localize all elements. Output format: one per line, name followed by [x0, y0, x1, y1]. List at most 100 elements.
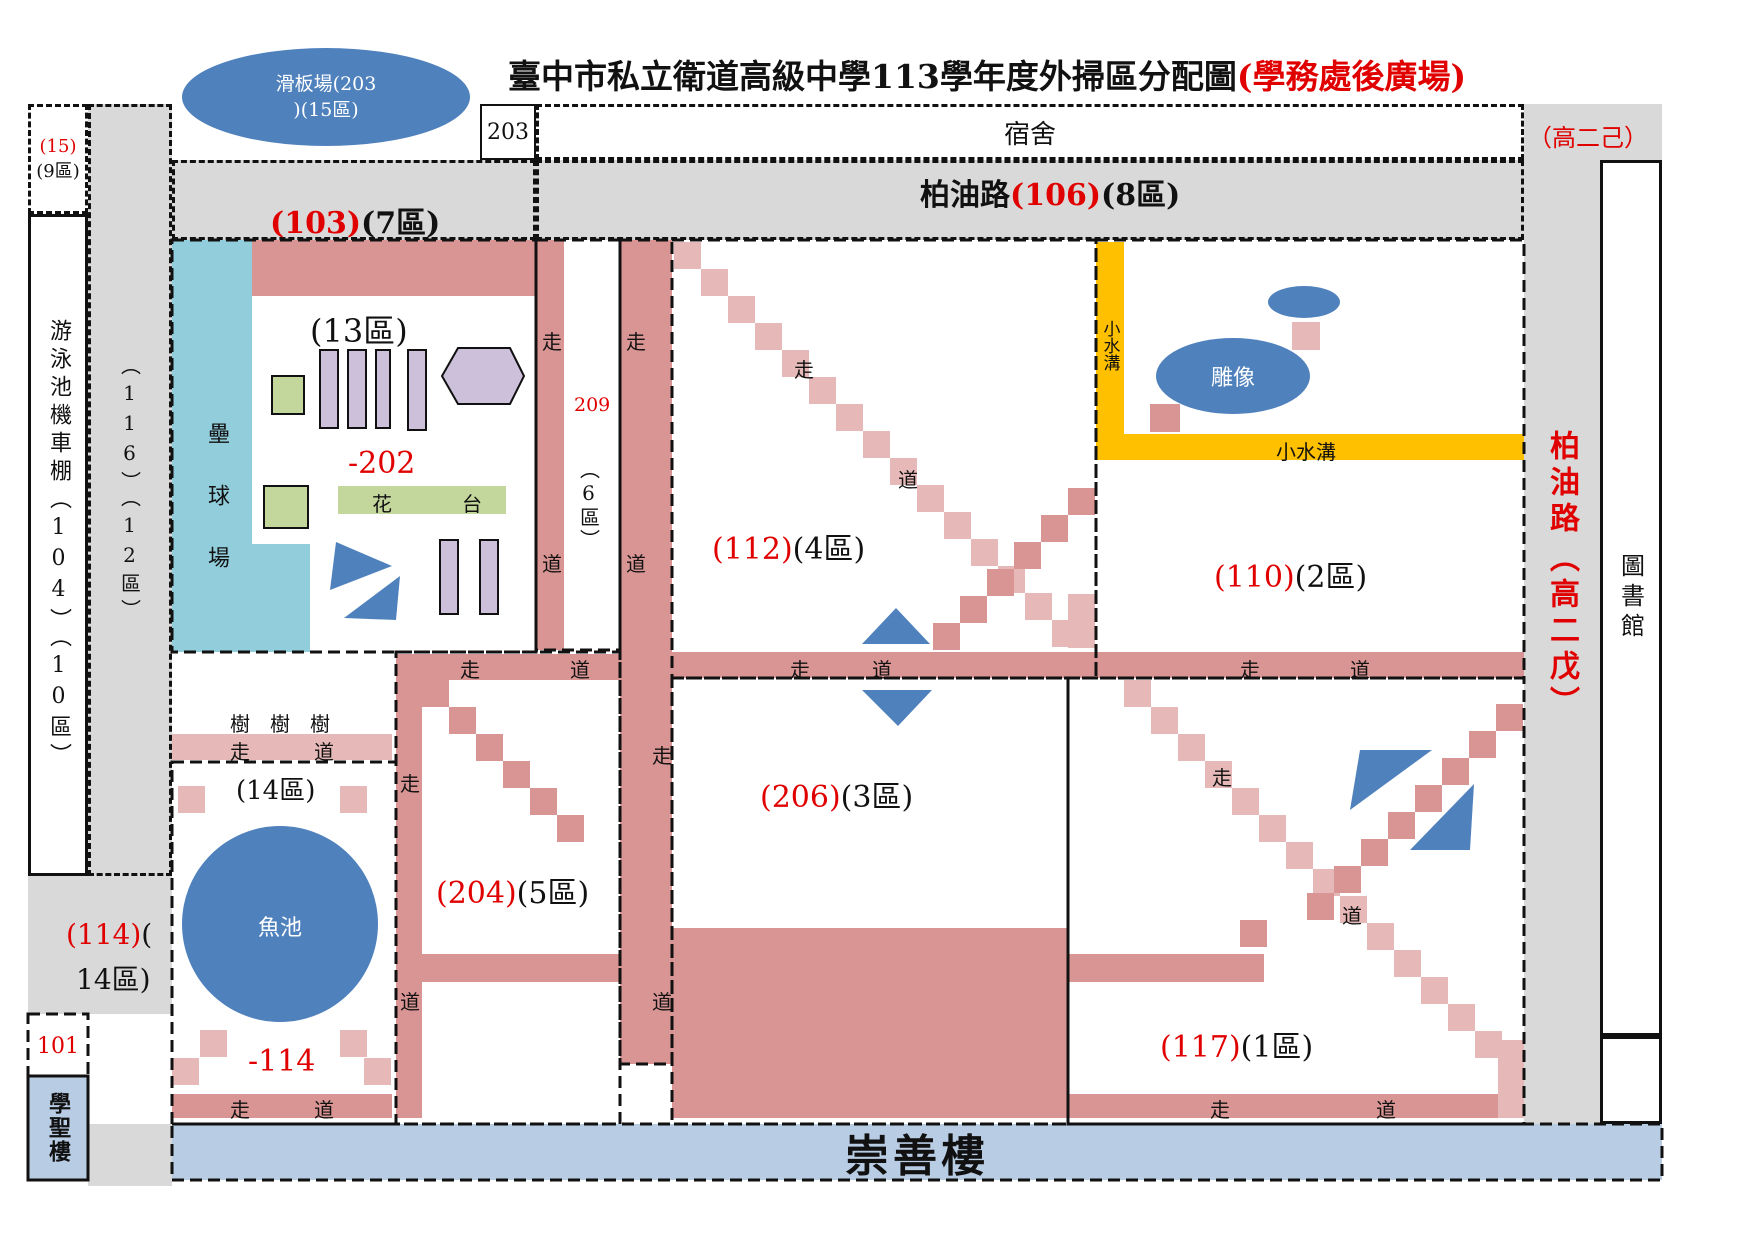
zone-15-box: (15) (9區): [28, 104, 88, 214]
walkway-step: [863, 431, 890, 458]
walkway-step: [178, 786, 205, 813]
z1-bottom-dao: 道: [1376, 1098, 1396, 1122]
walkway-step: [890, 458, 917, 485]
zone-116-label: （116）（12區）: [117, 355, 142, 625]
left-bottom-road: [88, 1124, 172, 1186]
walkway-step: [172, 1058, 199, 1085]
walkway-step: [674, 242, 701, 269]
ditch-vertical-label: 小水溝: [1099, 319, 1120, 371]
triangle-zone1-a: [1350, 750, 1432, 810]
triangle-1: [330, 542, 392, 590]
scooter-shed-label: 游泳池機車棚（104）（10區）: [46, 319, 71, 771]
walkway-step: [1014, 542, 1041, 569]
walkway-step: [1469, 731, 1496, 758]
z14-dao: 道: [314, 1098, 334, 1122]
library-label: 圖書館: [1616, 553, 1645, 643]
walk-center-2: 走: [652, 744, 672, 768]
dorm-road-right: [1524, 104, 1662, 160]
dao-center-1: 道: [626, 552, 646, 576]
planter-box-1: [271, 375, 305, 415]
top-road: [172, 160, 1524, 240]
walkway-step: [1415, 785, 1442, 812]
walkway-step: [364, 1058, 391, 1085]
triangle-zone1-b: [1410, 784, 1474, 850]
dormitory-label: 宿舍: [1003, 119, 1056, 150]
walkway-step: [1025, 593, 1052, 620]
walkway-step: [1178, 734, 1205, 761]
walkway-step: [1388, 812, 1415, 839]
z5-walk-left: 走: [400, 772, 420, 796]
small-ellipse: [1268, 286, 1340, 318]
zone-8-road: [536, 160, 1524, 240]
walkway-step: [1340, 896, 1367, 923]
walkway-step: [1442, 758, 1469, 785]
walk-center-1: 走: [626, 330, 646, 354]
walk-209-l1: 走: [542, 330, 562, 354]
walkway-step: [1475, 1031, 1502, 1058]
z1-bottom-walk: 走: [1210, 1098, 1230, 1122]
code-114-bottom: -114: [248, 1044, 316, 1079]
walkway-step: [933, 623, 960, 650]
code-101: 101: [37, 1033, 79, 1059]
walkway-209-left: [536, 240, 564, 650]
walkway-step: [960, 596, 987, 623]
walkway-step: [1496, 704, 1523, 731]
statue-step-1: [1292, 322, 1320, 350]
walkway-step: [1367, 923, 1394, 950]
walkway-step: [1232, 788, 1259, 815]
fish-pond-label: 魚池: [257, 916, 302, 941]
walkway-step: [1334, 866, 1361, 893]
walkway-step: [1068, 488, 1095, 515]
walkway-step: [755, 323, 782, 350]
walkway-step: [1307, 893, 1334, 920]
z14-walk: 走: [230, 1098, 250, 1122]
walkway-step: [449, 707, 476, 734]
ditch-horizontal: [1096, 434, 1524, 460]
walkway-step: [1068, 594, 1095, 621]
mid-walk-1: 走: [790, 658, 810, 682]
walkway-step: [971, 539, 998, 566]
walkway-step: [782, 350, 809, 377]
walkway-step: [836, 404, 863, 431]
walk-209-l2: 道: [542, 552, 562, 576]
diagonal-walkway-steps: [172, 242, 1523, 1085]
chongshan-building-fill: [172, 1124, 1662, 1180]
dorm-code-box: 203: [480, 104, 536, 160]
mid-dao-1: 道: [872, 658, 892, 682]
softball-field-label: 壘球場: [204, 422, 229, 608]
statue-step-2: [1150, 404, 1180, 432]
zone-8-label: 柏油路(106)(8區): [920, 178, 1181, 213]
dao-center-2: 道: [652, 990, 672, 1014]
zone-5-left-walkway: [396, 680, 422, 1118]
walkway-step: [701, 269, 728, 296]
zone-114-label-2: 14區): [76, 963, 151, 996]
walkway-step: [809, 377, 836, 404]
z5-dao: 道: [570, 658, 590, 682]
walkway-step: [987, 569, 1014, 596]
trees-dao: 道: [314, 740, 334, 764]
walkway-step: [476, 734, 503, 761]
zone-3-label: (206)(3區): [760, 780, 914, 815]
z5-walk: 走: [460, 658, 480, 682]
zone-15-code: (15): [39, 135, 77, 157]
zone-5-label: (204)(5區): [436, 876, 590, 911]
mid-walk-2: 走: [1240, 658, 1260, 682]
walkway-step: [422, 680, 449, 707]
walkway-step: [1124, 680, 1151, 707]
statue-label: 雕像: [1210, 366, 1255, 391]
triangle-up: [862, 608, 930, 644]
flowerbed: [338, 486, 506, 514]
xuesheng-building-fill: [28, 1076, 88, 1180]
zone-5-top-walkway: [396, 654, 620, 680]
walkway-step: [944, 512, 971, 539]
walkway-step: [1151, 707, 1178, 734]
walkway-step: [340, 1030, 367, 1057]
zone4-walk: 走: [794, 358, 814, 382]
walkway-step: [1421, 977, 1448, 1004]
walkway-step: [917, 485, 944, 512]
triangle-2: [344, 576, 400, 620]
zone-3-pink-block: [672, 928, 1068, 1118]
zone-6-label: （6區）: [576, 459, 601, 551]
bench-group-top: [319, 349, 427, 431]
